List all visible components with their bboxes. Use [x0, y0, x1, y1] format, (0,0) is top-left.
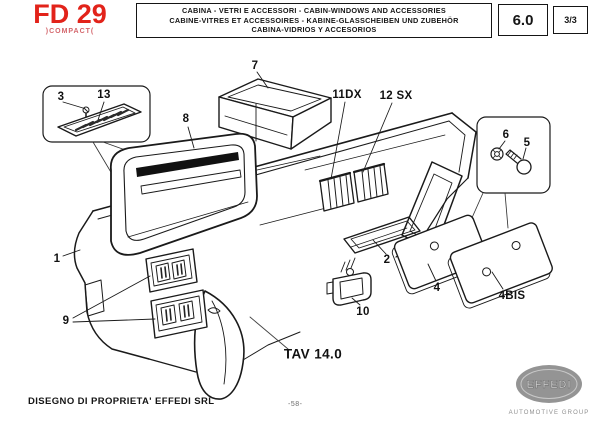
title-line-it-en: CABINA - VETRI E ACCESSORI - CABIN-WINDO… — [182, 6, 446, 16]
dashboard-left-body — [62, 210, 150, 360]
callout-box-grille — [42, 85, 151, 143]
center-vents — [318, 101, 393, 212]
effedi-logo-text: EFFEDI — [526, 379, 571, 391]
model-subname: )COMPACT( — [45, 28, 95, 35]
title-line-fr-de: CABINE-VITRES ET ACCESSOIRES - KABINE-GL… — [169, 15, 459, 25]
tray-part2 — [343, 216, 421, 255]
glass-plate-4bis — [447, 222, 553, 309]
brand-logo: FD 29 )COMPACT( — [20, 0, 120, 36]
page-number: -58- — [288, 401, 303, 408]
washer-6-icon — [490, 147, 504, 161]
model-name: FD 29 — [33, 0, 107, 29]
callout-box-screws — [476, 116, 551, 194]
screw-13-icon — [82, 106, 90, 118]
sheet-number-box: 3/3 — [553, 6, 588, 34]
storage-bin-part7 — [218, 71, 332, 150]
title-line-es: CABINA-VIDRIOS Y ACCESORIOS — [251, 25, 377, 35]
title-box: CABINA - VETRI E ACCESSORI - CABIN-WINDO… — [136, 3, 492, 38]
steering-column-cover — [148, 290, 301, 400]
switch-part10 — [326, 268, 372, 306]
bolt-5-icon — [505, 149, 532, 175]
switch-clusters-part9 — [72, 248, 208, 339]
section-code-box: 6.0 — [498, 4, 548, 36]
glass-plate-4 — [391, 214, 489, 295]
instrument-bezel — [109, 126, 258, 256]
property-notice: DISEGNO DI PROPRIETA' EFFEDI SRL — [28, 396, 215, 407]
effedi-tagline: AUTOMOTIVE GROUP — [509, 410, 590, 416]
effedi-logo: EFFEDI AUTOMOTIVE GROUP — [509, 365, 590, 416]
